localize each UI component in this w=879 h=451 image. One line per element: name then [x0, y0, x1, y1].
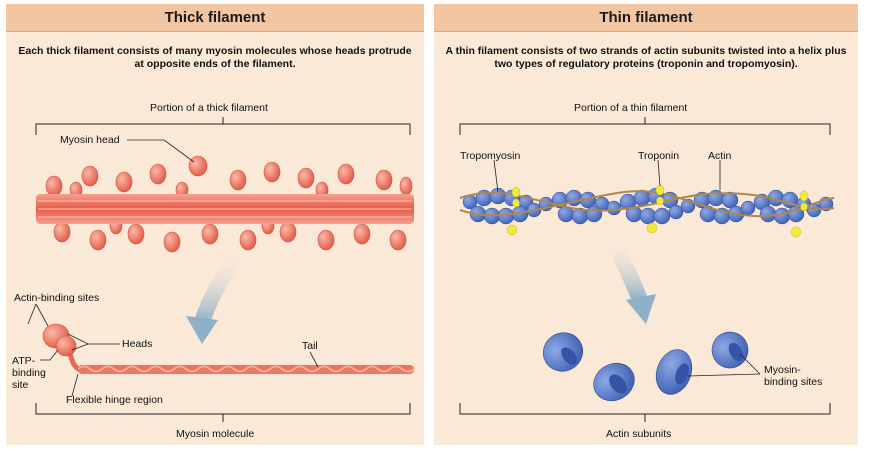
thick-portion-label: Portion of a thick filament	[150, 102, 268, 114]
thick-portion-bracket	[36, 117, 410, 135]
actin-subunits	[536, 326, 753, 409]
zoom-arrow-left	[186, 259, 234, 344]
thick-filament-panel: Thick filament Each thick filament consi…	[6, 4, 424, 445]
thick-upper-heads	[46, 156, 412, 198]
actin-subunits-bracket	[460, 403, 830, 422]
thin-filament-panel: Thin filament A thin filament consists o…	[434, 4, 858, 445]
actin-subunits-label: Actin subunits	[606, 428, 671, 440]
myosin-molecule-label: Myosin molecule	[176, 428, 254, 440]
tropomyosin-label: Tropomyosin	[460, 150, 520, 162]
actin-label: Actin	[708, 150, 731, 162]
zoom-arrow-right	[614, 244, 656, 324]
thin-portion-bracket	[460, 117, 830, 135]
tail-label: Tail	[302, 340, 318, 352]
thin-filament-pointers	[494, 160, 720, 192]
myosin-binding-sites-label: Myosin- binding sites	[764, 364, 822, 388]
flexible-hinge-label: Flexible hinge region	[66, 394, 163, 406]
thick-filament-illustration	[6, 4, 424, 445]
thin-portion-label: Portion of a thin filament	[574, 102, 687, 114]
troponin-label: Troponin	[638, 150, 679, 162]
myosin-head-pointer	[127, 140, 194, 162]
myosin-head-label: Myosin head	[60, 134, 120, 146]
actin-binding-sites-label: Actin-binding sites	[14, 292, 99, 304]
atp-binding-site-label: ATP- binding site	[12, 355, 46, 391]
heads-label: Heads	[122, 338, 152, 350]
myosin-molecule-drawing	[43, 324, 414, 374]
